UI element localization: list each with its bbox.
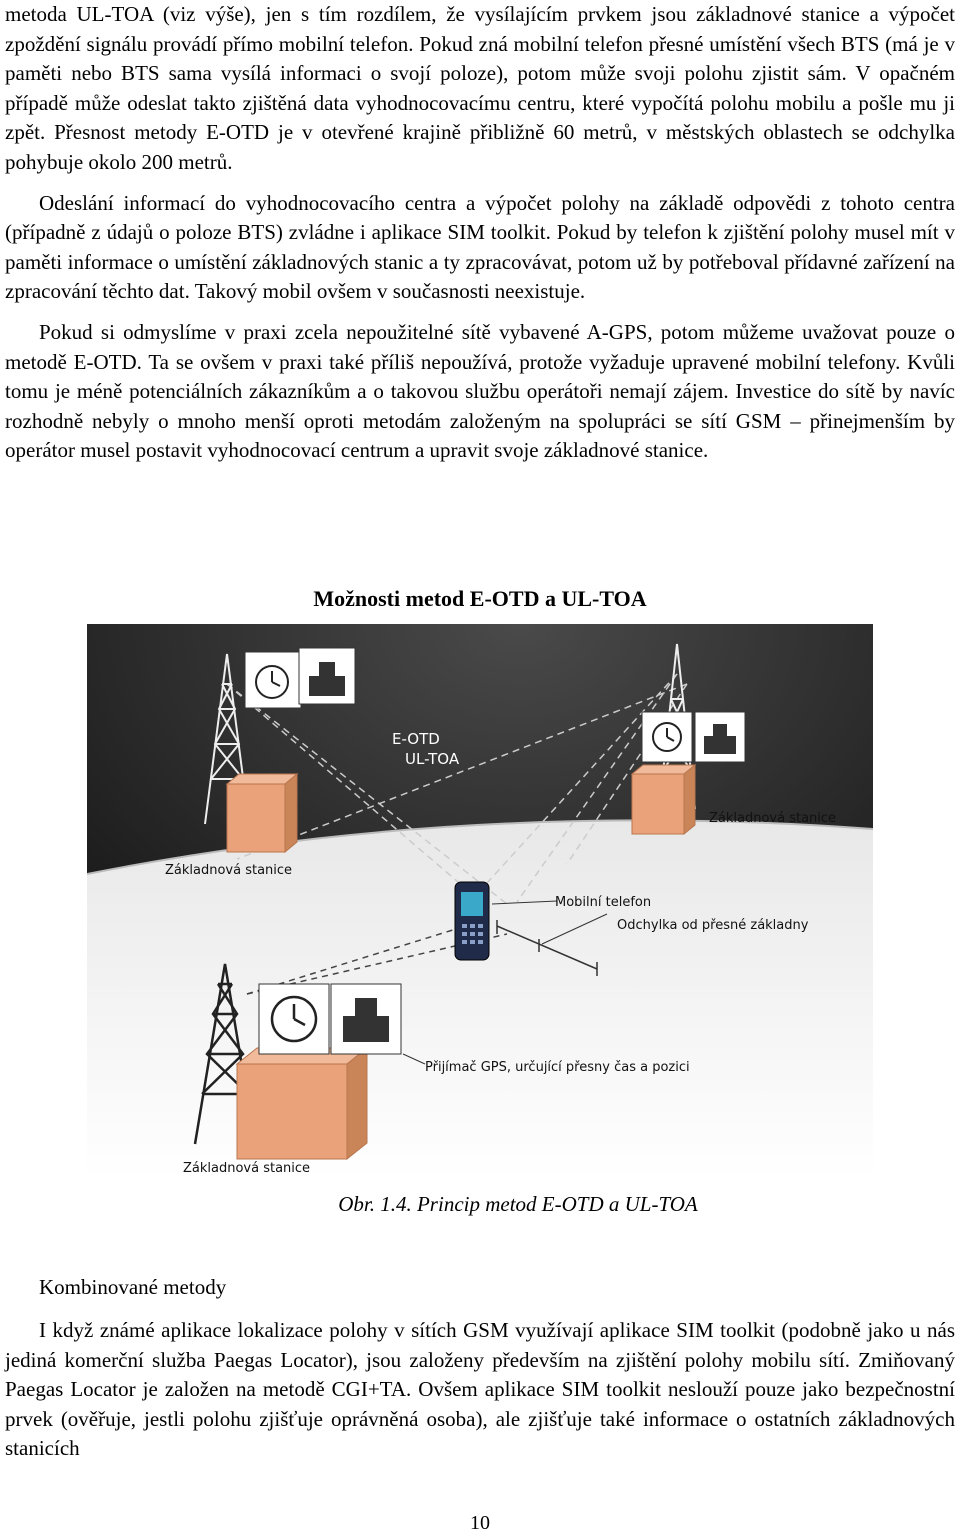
paragraph-3: Pokud si odmyslíme v praxi zcela nepouži… [5,319,955,463]
receiver-icon-right [694,711,746,763]
clock-icon-left [244,651,302,709]
paragraph-bottom: I když známé aplikace lokalizace polohy … [5,1318,955,1461]
page-number: 10 [470,1512,490,1534]
figure-diagram: E-OTD UL-TOA Základnová stanice Základno… [87,624,873,1180]
cabinet-bottom [235,1046,369,1161]
clock-icon-right [641,711,693,763]
subheading-combined-methods: Kombinované metody [39,1275,227,1299]
label-deviation: Odchylka od přesné základny [617,918,809,933]
mobile-phone-icon [454,881,490,961]
diagram-svg: E-OTD UL-TOA Základnová stanice Základno… [87,624,873,1180]
label-bts-right: Základnová stanice [709,811,836,826]
label-eotd: E-OTD [392,730,440,748]
gps-receiver-icon [330,983,402,1055]
label-gps: Přijímač GPS, určující přesny čas a pozi… [425,1060,690,1075]
signal-lines [226,673,688,905]
figure-caption: Obr. 1.4. Princip metod E-OTD a UL-TOA [338,1192,698,1216]
tower-left-icon [204,653,250,825]
deviation-marker [496,920,598,976]
cabinet-left [225,772,299,854]
document-page: metoda UL-TOA (viz výše), jen s tím rozd… [5,0,955,466]
paragraph-2: Odeslání informací do vyhodnocovacího ce… [5,190,955,304]
receiver-icon-left [298,647,356,705]
cabinet-right [630,763,697,836]
section-title: Možnosti metod E-OTD a UL-TOA [313,586,647,611]
label-mobile: Mobilní telefon [555,895,651,910]
label-bts-bottom: Základnová stanice [183,1161,310,1176]
clock-icon-bottom [258,983,330,1055]
label-ultoa: UL-TOA [405,750,460,768]
label-bts-left: Základnová stanice [165,863,292,878]
bottom-block: I když známé aplikace lokalizace polohy … [5,1316,955,1464]
paragraph-1: metoda UL-TOA (viz výše), jen s tím rozd… [5,2,955,174]
